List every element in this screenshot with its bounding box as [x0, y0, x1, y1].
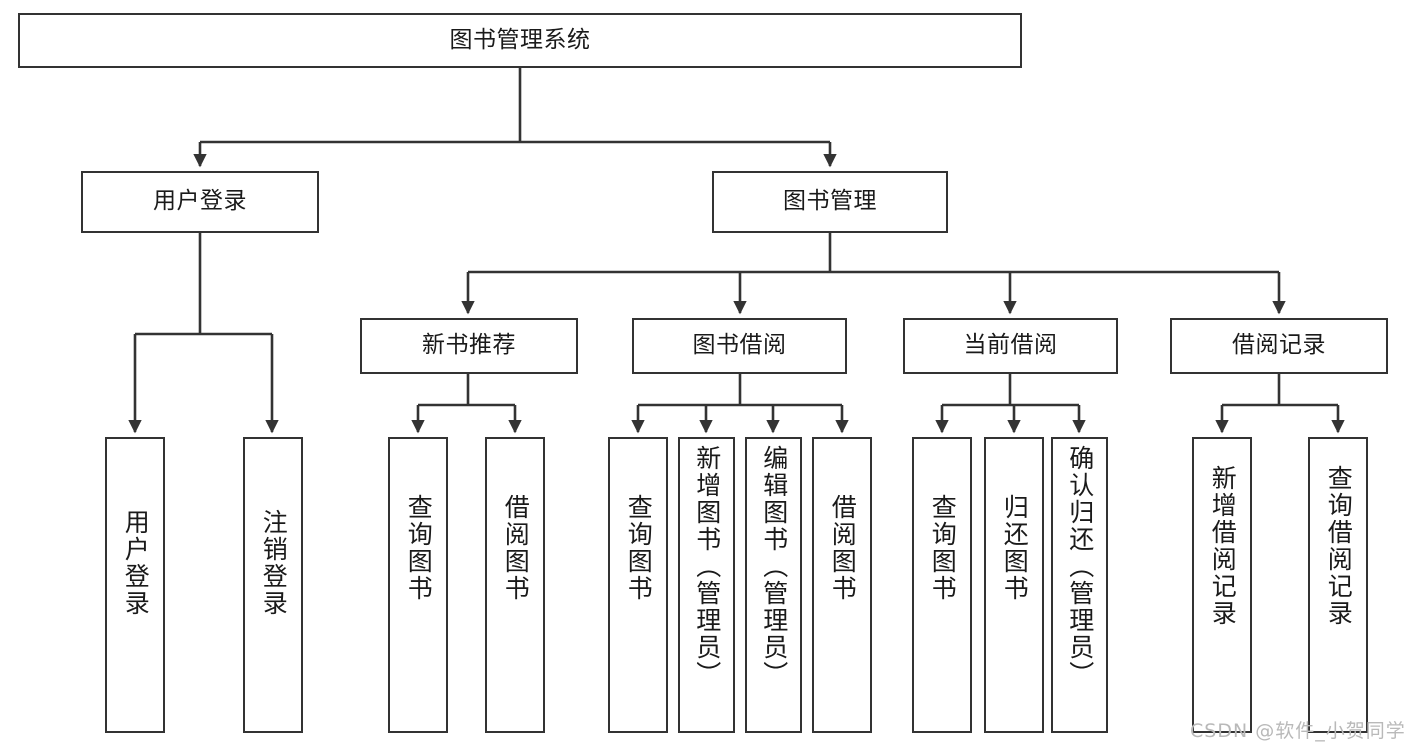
node-book-borrow[interactable]: 图书借阅: [632, 318, 847, 374]
node-leaf-query-record-label: 查询借阅记录: [1324, 465, 1354, 627]
node-leaf-query-book-borrow[interactable]: 查询图书: [608, 437, 668, 733]
node-new-book-rec[interactable]: 新书推荐: [360, 318, 578, 374]
node-leaf-user-login-label: 用户登录: [121, 509, 151, 617]
node-leaf-return-book-label: 归还图书: [1000, 494, 1030, 602]
node-leaf-edit-book[interactable]: 编辑图书（管理员）: [745, 437, 802, 733]
node-leaf-add-book-label: 新增图书（管理员）: [692, 445, 722, 688]
node-current-borrow[interactable]: 当前借阅: [903, 318, 1118, 374]
node-user-login-label: 用户登录: [153, 188, 247, 215]
node-leaf-borrow-book[interactable]: 借阅图书: [812, 437, 872, 733]
node-book-borrow-label: 图书借阅: [692, 332, 787, 359]
node-leaf-query-book-cur[interactable]: 查询图书: [912, 437, 972, 733]
node-leaf-add-book[interactable]: 新增图书（管理员）: [678, 437, 735, 733]
node-leaf-query-book-borrow-label: 查询图书: [624, 494, 654, 602]
node-leaf-return-book[interactable]: 归还图书: [984, 437, 1044, 733]
node-borrow-record-label: 借阅记录: [1232, 332, 1326, 359]
node-leaf-edit-book-label: 编辑图书（管理员）: [759, 445, 789, 688]
node-current-borrow-label: 当前借阅: [963, 332, 1058, 359]
node-leaf-query-book-rec-label: 查询图书: [404, 494, 434, 602]
node-leaf-confirm-return[interactable]: 确认归还（管理员）: [1051, 437, 1108, 733]
node-leaf-query-book-rec[interactable]: 查询图书: [388, 437, 448, 733]
node-new-book-rec-label: 新书推荐: [422, 332, 516, 359]
watermark: CSDN @软件_小贺同学: [1190, 720, 1405, 742]
node-leaf-borrow-book-rec-label: 借阅图书: [501, 494, 531, 602]
node-leaf-add-record[interactable]: 新增借阅记录: [1192, 437, 1252, 733]
node-user-login[interactable]: 用户登录: [81, 171, 319, 233]
node-book-manage-label: 图书管理: [783, 188, 877, 215]
node-leaf-query-record[interactable]: 查询借阅记录: [1308, 437, 1368, 733]
node-leaf-logout[interactable]: 注销登录: [243, 437, 303, 733]
node-root[interactable]: 图书管理系统: [18, 13, 1022, 68]
node-leaf-logout-label: 注销登录: [259, 509, 289, 617]
node-leaf-borrow-book-label: 借阅图书: [828, 494, 858, 602]
node-book-manage[interactable]: 图书管理: [712, 171, 948, 233]
node-leaf-query-book-cur-label: 查询图书: [928, 494, 958, 602]
node-leaf-borrow-book-rec[interactable]: 借阅图书: [485, 437, 545, 733]
node-root-label: 图书管理系统: [449, 26, 591, 53]
node-leaf-add-record-label: 新增借阅记录: [1208, 465, 1238, 627]
node-borrow-record[interactable]: 借阅记录: [1170, 318, 1388, 374]
node-leaf-confirm-return-label: 确认归还（管理员）: [1065, 445, 1095, 688]
node-leaf-user-login[interactable]: 用户登录: [105, 437, 165, 733]
